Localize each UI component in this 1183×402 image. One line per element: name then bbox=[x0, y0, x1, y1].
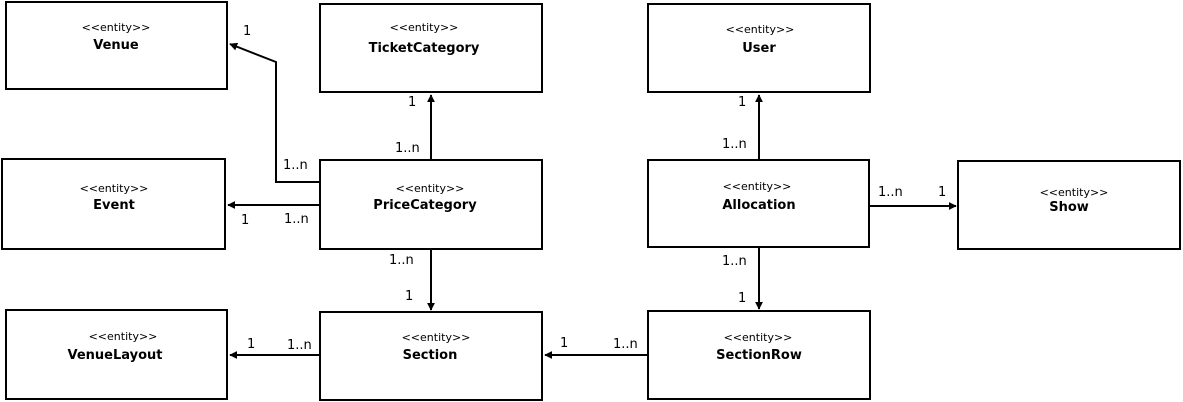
entity-stereotype: <<entity>> bbox=[402, 331, 471, 344]
entity-name: PriceCategory bbox=[373, 198, 477, 213]
entity-name: Section bbox=[403, 348, 458, 363]
source-multiplicity: 1..n bbox=[284, 212, 309, 227]
entity-venue-layout[interactable]: <<entity>> VenueLayout bbox=[5, 309, 228, 400]
target-multiplicity: 1 bbox=[243, 24, 251, 39]
association-pricecategory-section: 1..n 1 bbox=[389, 249, 435, 311]
target-multiplicity: 1 bbox=[247, 337, 255, 352]
association-pricecategory-ticketcategory: 1 1..n bbox=[395, 94, 435, 160]
target-multiplicity: 1 bbox=[408, 95, 416, 110]
association-allocation-sectionrow: 1..n 1 bbox=[722, 247, 763, 310]
source-multiplicity: 1..n bbox=[287, 338, 312, 353]
entity-name: Venue bbox=[93, 38, 139, 53]
entity-name: User bbox=[742, 41, 776, 56]
entity-stereotype: <<entity>> bbox=[726, 23, 795, 36]
entity-ticket-category[interactable]: <<entity>> TicketCategory bbox=[319, 3, 543, 93]
target-multiplicity: 1 bbox=[560, 336, 568, 351]
entity-section-row[interactable]: <<entity>> SectionRow bbox=[647, 310, 871, 400]
entity-name: TicketCategory bbox=[369, 41, 480, 56]
source-multiplicity: 1..n bbox=[878, 185, 903, 200]
target-multiplicity: 1 bbox=[241, 213, 249, 228]
source-multiplicity: 1..n bbox=[283, 158, 308, 173]
entity-name: Event bbox=[93, 198, 135, 213]
target-multiplicity: 1 bbox=[738, 291, 746, 306]
entity-show[interactable]: <<entity>> Show bbox=[957, 160, 1181, 250]
target-multiplicity: 1 bbox=[738, 95, 746, 110]
entity-stereotype: <<entity>> bbox=[723, 180, 792, 193]
entity-price-category[interactable]: <<entity>> PriceCategory bbox=[319, 159, 543, 250]
association-sectionrow-section: 1 1..n bbox=[544, 336, 648, 359]
entity-stereotype: <<entity>> bbox=[724, 331, 793, 344]
association-allocation-show: 1..n 1 bbox=[869, 185, 957, 210]
entity-event[interactable]: <<entity>> Event bbox=[1, 158, 226, 250]
entity-venue[interactable]: <<entity>> Venue bbox=[5, 1, 228, 90]
target-multiplicity: 1 bbox=[405, 289, 413, 304]
association-allocation-user: 1 1..n bbox=[722, 94, 763, 160]
source-multiplicity: 1..n bbox=[389, 253, 414, 268]
entity-stereotype: <<entity>> bbox=[80, 182, 149, 195]
source-multiplicity: 1..n bbox=[722, 254, 747, 269]
entity-allocation[interactable]: <<entity>> Allocation bbox=[647, 159, 870, 248]
entity-stereotype: <<entity>> bbox=[396, 182, 465, 195]
entity-name: VenueLayout bbox=[67, 348, 162, 363]
entity-stereotype: <<entity>> bbox=[390, 21, 459, 34]
association-section-venuelayout: 1 1..n bbox=[229, 337, 320, 359]
source-multiplicity: 1..n bbox=[613, 337, 638, 352]
entity-section[interactable]: <<entity>> Section bbox=[319, 311, 543, 401]
source-multiplicity: 1..n bbox=[395, 141, 420, 156]
entity-name: SectionRow bbox=[716, 348, 802, 363]
source-multiplicity: 1..n bbox=[722, 137, 747, 152]
entity-stereotype: <<entity>> bbox=[89, 330, 158, 343]
entity-name: Show bbox=[1049, 200, 1089, 215]
entity-stereotype: <<entity>> bbox=[1040, 186, 1109, 199]
association-pricecategory-venue: 1 1..n bbox=[229, 24, 320, 183]
entity-stereotype: <<entity>> bbox=[82, 21, 151, 34]
entity-name: Allocation bbox=[722, 198, 795, 213]
entity-user[interactable]: <<entity>> User bbox=[647, 3, 871, 93]
association-pricecategory-event: 1 1..n bbox=[227, 201, 320, 228]
target-multiplicity: 1 bbox=[938, 185, 946, 200]
